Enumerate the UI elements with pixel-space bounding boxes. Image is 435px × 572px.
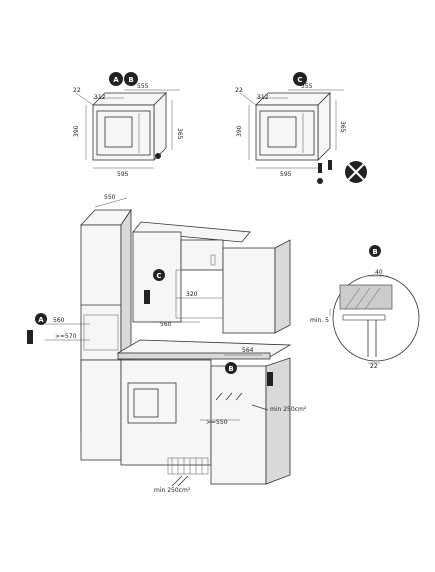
badge-c-top: C — [293, 72, 307, 86]
plug-icon — [144, 290, 150, 304]
svg-text:560: 560 — [53, 317, 65, 324]
svg-text:595: 595 — [117, 171, 129, 178]
svg-text:390: 390 — [73, 125, 80, 137]
svg-text:595: 595 — [280, 171, 292, 178]
svg-text:min 250cm²: min 250cm² — [154, 487, 191, 494]
badge-b-kitchen: B — [225, 362, 237, 374]
svg-text:C: C — [156, 272, 161, 280]
svg-text:40: 40 — [375, 269, 383, 276]
badge-a: A — [109, 72, 123, 86]
kitchen-drawing: 550 320 560 C A 560 >=570 — [27, 194, 307, 494]
svg-text:>=570: >=570 — [55, 333, 77, 340]
svg-text:min. 5: min. 5 — [310, 317, 329, 324]
svg-text:312: 312 — [257, 94, 269, 101]
svg-text:564: 564 — [242, 347, 254, 354]
svg-text:B: B — [228, 365, 233, 373]
detail-b-drawing: B 40 min. 5 22 — [310, 245, 420, 370]
svg-text:A: A — [38, 316, 44, 324]
badge-b: B — [124, 72, 138, 86]
svg-text:555: 555 — [137, 83, 149, 90]
svg-text:22: 22 — [370, 363, 378, 370]
svg-text:22: 22 — [73, 87, 81, 94]
svg-text:365: 365 — [176, 128, 183, 140]
no-feet-icon — [345, 161, 367, 183]
svg-text:min 250cm²: min 250cm² — [270, 406, 307, 413]
oven-ab-drawing: A B 22 312 555 390 365 595 — [73, 72, 183, 178]
plug-icon — [27, 330, 33, 344]
plug-icon — [267, 372, 273, 386]
svg-text:22: 22 — [235, 87, 243, 94]
svg-text:C: C — [297, 76, 302, 84]
svg-text:365: 365 — [339, 121, 346, 133]
svg-text:560: 560 — [160, 321, 172, 328]
badge-b-detail: B — [369, 245, 381, 257]
svg-text:B: B — [128, 76, 133, 84]
badge-c-kitchen: C — [153, 269, 165, 281]
svg-text:555: 555 — [301, 83, 313, 90]
svg-text:390: 390 — [236, 125, 243, 137]
svg-text:320: 320 — [186, 291, 198, 298]
svg-text:>=550: >=550 — [206, 419, 228, 426]
oven-c-drawing: C 22 312 555 390 365 595 — [235, 72, 367, 184]
badge-a-kitchen: A — [35, 313, 47, 325]
vent-grille — [167, 457, 209, 475]
svg-text:550: 550 — [104, 194, 116, 201]
svg-text:A: A — [113, 76, 119, 84]
svg-text:312: 312 — [94, 94, 106, 101]
svg-text:B: B — [372, 248, 377, 256]
